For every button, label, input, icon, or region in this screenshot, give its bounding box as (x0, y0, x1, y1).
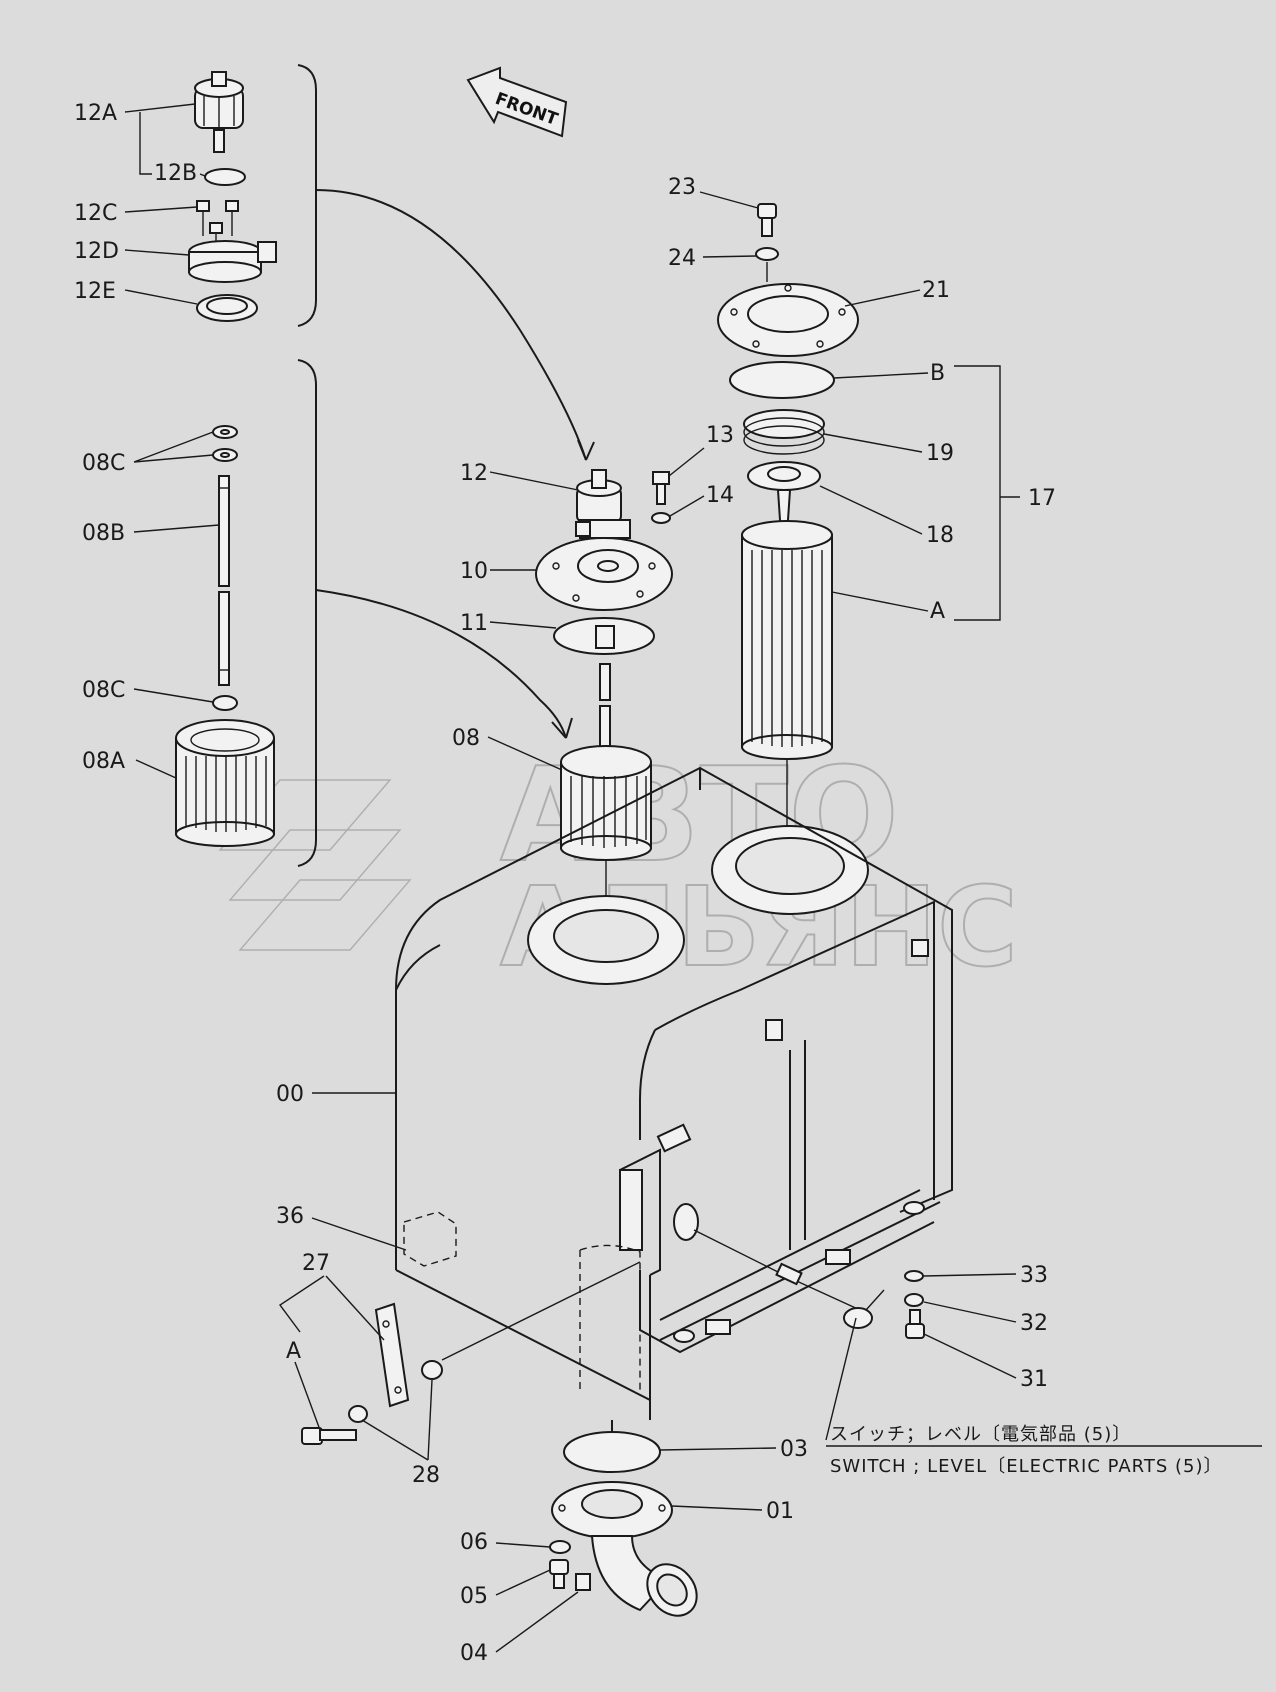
label-28: 28 (412, 1463, 440, 1488)
washers-28 (348, 1360, 443, 1423)
label-13: 13 (706, 423, 734, 448)
cap-12a (194, 71, 244, 153)
clamp-27 (374, 1302, 410, 1408)
label-a-left: A (286, 1339, 301, 1364)
washer-06 (549, 1540, 571, 1554)
label-32: 32 (1020, 1311, 1048, 1336)
body-12d (188, 240, 277, 283)
label-12: 12 (460, 461, 488, 486)
arrow-path-12 (315, 189, 587, 461)
filter-element-a (741, 520, 833, 760)
leader-28 (361, 1379, 433, 1461)
leader-12a (124, 103, 196, 175)
leader-a-left (278, 1275, 325, 1431)
tank-flange-right (711, 825, 869, 915)
strainer-08 (560, 745, 652, 861)
front-arrow: FRONT (466, 66, 568, 138)
bolt-31 (905, 1309, 925, 1339)
nameplate-36 (403, 1211, 457, 1267)
bolt-a-left (301, 1427, 357, 1445)
strainer-08a (175, 719, 275, 847)
leader-level-switch (825, 1317, 857, 1441)
label-23: 23 (668, 175, 696, 200)
label-04: 04 (460, 1641, 488, 1666)
label-10: 10 (460, 559, 488, 584)
washers-08c-top (212, 425, 238, 462)
tank-body-00 (395, 766, 953, 1420)
label-36: 36 (276, 1204, 304, 1229)
cover-plate-10 (535, 537, 673, 611)
label-08b: 08B (82, 521, 125, 546)
suction-elbow-01 (551, 1481, 698, 1617)
bracket-17 (954, 365, 1020, 621)
cover-21 (717, 283, 859, 357)
washer-33 (904, 1270, 924, 1282)
mount-line (441, 1261, 641, 1361)
rod-08b (218, 475, 230, 686)
label-03: 03 (780, 1437, 808, 1462)
note-switch-en: SWITCH ; LEVEL〔ELECTRIC PARTS (5)〕 (830, 1456, 1223, 1477)
oring-03 (563, 1431, 661, 1473)
label-12a: 12A (74, 101, 117, 126)
bolt-05 (549, 1559, 569, 1589)
label-01: 01 (766, 1499, 794, 1524)
label-05: 05 (460, 1584, 488, 1609)
spring-19 (743, 409, 825, 455)
label-00: 00 (276, 1082, 304, 1107)
arrow-path-08 (315, 589, 567, 739)
label-12b: 12B (154, 161, 197, 186)
label-19: 19 (926, 441, 954, 466)
level-switch (673, 1203, 885, 1329)
label-06: 06 (460, 1530, 488, 1555)
arrowhead-12 (577, 439, 595, 461)
label-21: 21 (922, 278, 950, 303)
label-12e: 12E (74, 279, 116, 304)
washer-24 (755, 247, 779, 261)
bolt-23 (757, 203, 777, 237)
arrowhead-08 (551, 717, 573, 739)
oring-12b (204, 168, 246, 186)
label-33: 33 (1020, 1263, 1048, 1288)
label-31: 31 (1020, 1367, 1048, 1392)
note-switch-jp: スイッチ；レベル〔電気部品 (5)〕 (830, 1424, 1131, 1445)
washer-32 (904, 1293, 924, 1307)
label-17: 17 (1028, 486, 1056, 511)
label-08: 08 (452, 726, 480, 751)
label-12c: 12C (74, 201, 117, 226)
gasket-12e (196, 294, 258, 322)
label-18: 18 (926, 523, 954, 548)
group-bracket-08 (297, 359, 317, 867)
bolt-13 (652, 471, 670, 505)
breather-12 (575, 469, 631, 539)
label-14: 14 (706, 483, 734, 508)
label-12d: 12D (74, 239, 119, 264)
label-11: 11 (460, 611, 488, 636)
oring-b (729, 361, 835, 399)
label-08a: 08A (82, 749, 125, 774)
drain-pipe-hidden (579, 1244, 641, 1390)
leader-08c-top (133, 431, 214, 463)
valve-18 (747, 461, 821, 533)
label-08c-bottom: 08C (82, 678, 125, 703)
group-bracket-12 (297, 64, 317, 327)
label-24: 24 (668, 246, 696, 271)
label-08c-top: 08C (82, 451, 125, 476)
plug-04 (575, 1573, 591, 1591)
tank-flange-left (527, 895, 685, 985)
nut-08c-bottom (212, 695, 238, 711)
washer-14 (651, 512, 671, 524)
label-27: 27 (302, 1251, 330, 1276)
label-b: B (930, 361, 945, 386)
label-a-right: A (930, 599, 945, 624)
